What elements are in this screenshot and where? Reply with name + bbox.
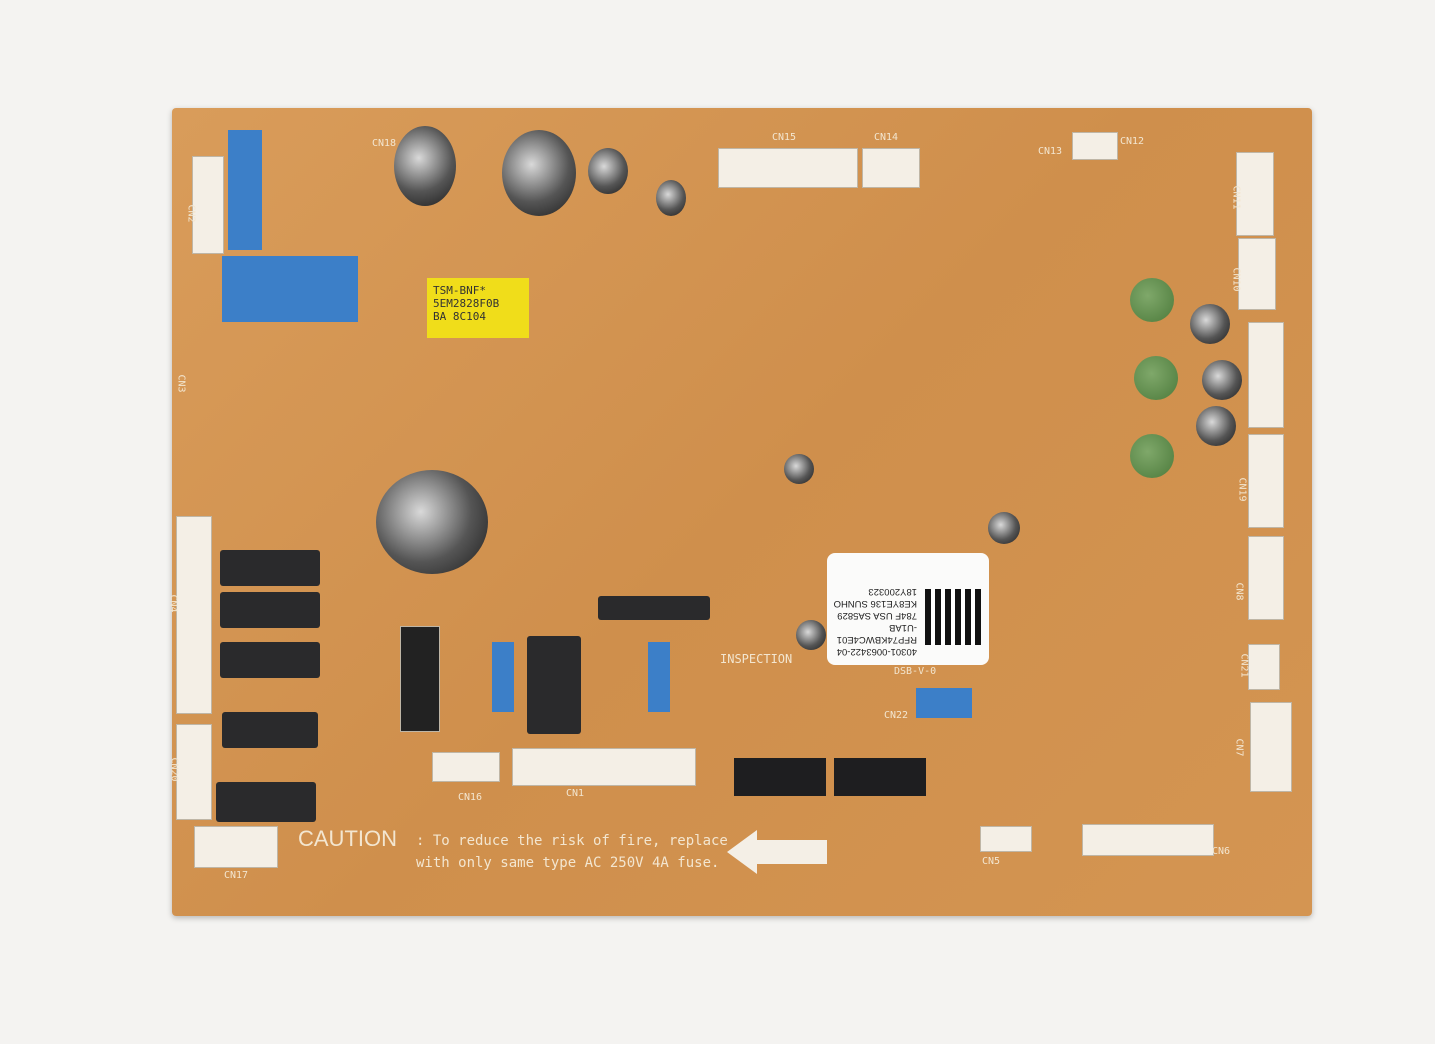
label-cn19: CN19 (1236, 477, 1248, 502)
capacitor (588, 148, 628, 194)
barcode-label: 40301-0063422-04 RFP74KBWC4E01 -U1AB 784… (827, 553, 989, 665)
green-inductor (1130, 434, 1174, 478)
connector-cn19 (1248, 434, 1284, 528)
connector-cn1 (512, 748, 696, 786)
approval-marking: DSB-V-0 (894, 666, 937, 677)
label-cn8: CN8 (1233, 582, 1245, 601)
sticker-line: 18Y200323 (868, 586, 917, 597)
ic-chip (734, 758, 826, 796)
label-cn10: CN10 (1230, 267, 1242, 292)
sticker-line: RFP74KBWC4E01 (836, 634, 917, 645)
blue-relay-large (222, 256, 358, 322)
connector-cn9 (1248, 322, 1284, 428)
relay (220, 592, 320, 628)
caution-text: : To reduce the risk of fire, replace wi… (416, 833, 728, 871)
label-cn6: CN6 (1212, 846, 1231, 857)
green-inductor (1130, 278, 1174, 322)
label-cn5: CN5 (982, 856, 1001, 867)
connector-cn2 (192, 156, 224, 254)
connector-cn20 (176, 724, 212, 820)
capacitor (784, 454, 814, 484)
label-cn17: CN17 (224, 870, 249, 881)
sticker-line: 40301-0063422-04 (836, 646, 917, 657)
sticker-line: KE8YE136 SUNHO (833, 598, 917, 609)
inspection-label: INSPECTION (720, 652, 793, 666)
relay (222, 712, 318, 748)
caution-title: CAUTION (298, 826, 397, 851)
line-filter (527, 636, 581, 734)
label-cn12: CN12 (1120, 136, 1145, 147)
connector-cn14 (862, 148, 920, 188)
connector-cn10 (1238, 238, 1276, 310)
label-cn21: CN21 (1238, 653, 1250, 678)
arrow-icon-tail (757, 840, 827, 864)
relay (220, 642, 320, 678)
label-cn22: CN22 (884, 710, 909, 721)
label-cn13: CN13 (1038, 146, 1063, 157)
label-cn2: CN2 (185, 204, 197, 223)
connector-cn6 (1082, 824, 1214, 856)
capacitor (988, 512, 1020, 544)
label-cn11: CN11 (1230, 185, 1242, 210)
green-inductor (1134, 356, 1178, 400)
circuit-board: TSM-BNF* 5EM2828F0B BA 8C104 CAUTION (168, 108, 1312, 916)
transformer-label-3: BA 8C104 (433, 310, 486, 323)
connector-cn8 (1248, 536, 1284, 620)
arrow-icon (727, 830, 757, 874)
label-cn3: CN3 (175, 374, 187, 393)
connector-cn12 (1072, 132, 1118, 160)
capacitor (1196, 406, 1236, 446)
capacitor (1190, 304, 1230, 344)
transformer-label-1: TSM-BNF* (433, 284, 486, 297)
label-cn20: CN20 (168, 757, 180, 782)
label-cn14: CN14 (874, 132, 899, 143)
connector-cn16 (432, 752, 500, 782)
connector-cn4 (176, 516, 212, 714)
ic-chip (834, 758, 926, 796)
transformer-label-2: 5EM2828F0B (433, 297, 500, 310)
sticker-line: 784F USA SA5829 (837, 610, 917, 621)
connector-cn11 (1236, 152, 1274, 236)
blue-connector (916, 688, 972, 718)
blue-relay (228, 130, 262, 250)
diode-bridge (598, 596, 710, 620)
label-cn15: CN15 (772, 132, 797, 143)
bulk-capacitor (376, 470, 488, 574)
relay (220, 550, 320, 586)
film-capacitor (648, 642, 670, 712)
capacitor (1202, 360, 1242, 400)
connector-cn5 (980, 826, 1032, 852)
label-cn1: CN1 (566, 788, 585, 799)
connector-cn15 (718, 148, 858, 188)
connector-cn17 (194, 826, 278, 868)
relay (216, 782, 316, 822)
capacitor (796, 620, 826, 650)
capacitor (656, 180, 686, 216)
connector-cn21 (1248, 644, 1280, 690)
capacitor (394, 126, 456, 206)
fuse-holder (400, 626, 440, 732)
qr-code-icon (925, 589, 981, 645)
sticker-line: -U1AB (889, 622, 917, 633)
film-capacitor (492, 642, 514, 712)
capacitor (502, 130, 576, 216)
label-cn16: CN16 (458, 792, 483, 803)
label-cn7: CN7 (1233, 738, 1245, 757)
connector-cn7 (1250, 702, 1292, 792)
label-cn4: CN4 (167, 594, 179, 613)
label-cn18: CN18 (372, 138, 397, 149)
transformer: TSM-BNF* 5EM2828F0B BA 8C104 (427, 278, 529, 338)
